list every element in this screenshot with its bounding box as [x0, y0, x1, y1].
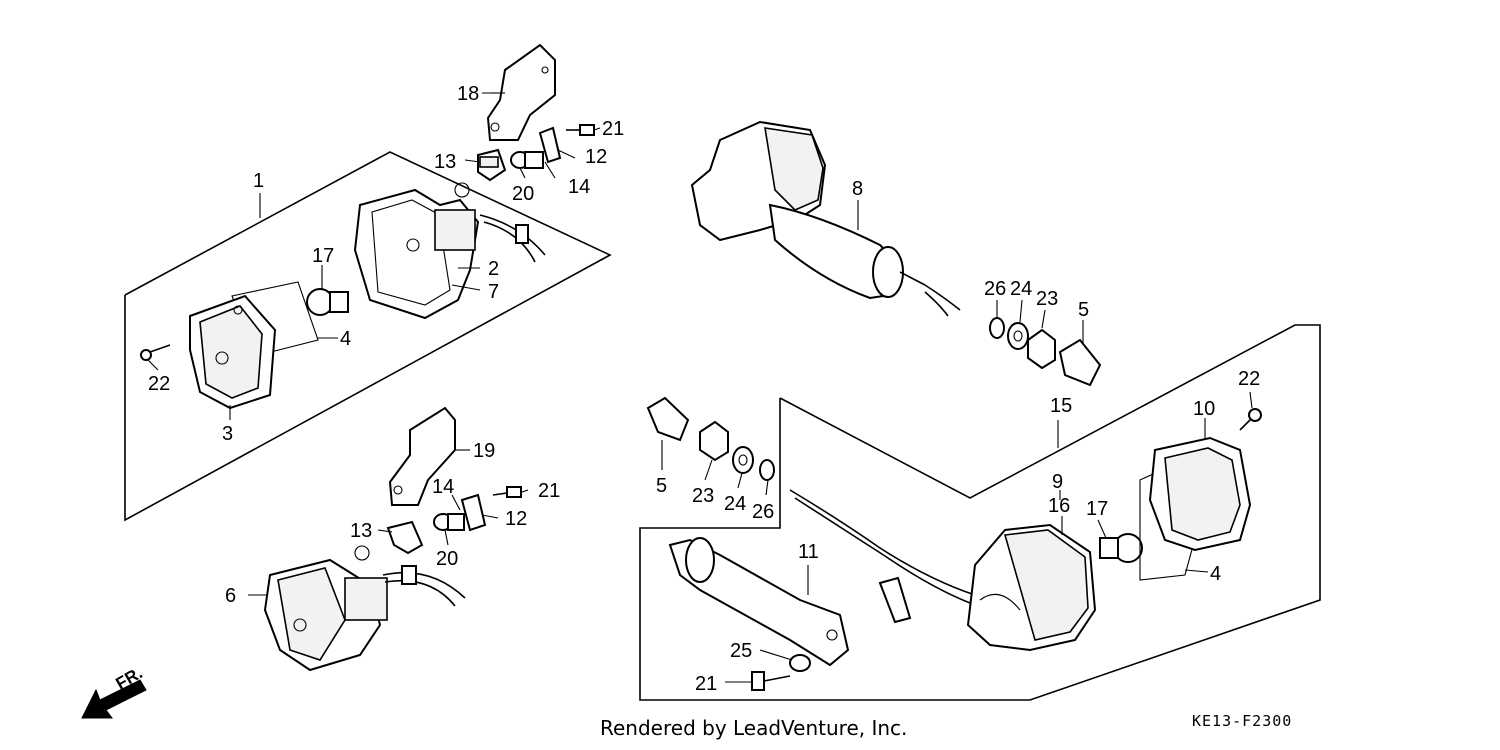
part-12-plate-lower [460, 493, 487, 532]
part-5-cap-lower [646, 396, 690, 442]
callout-24-lower: 24 [724, 493, 746, 515]
part-17-bulb-lower [1099, 533, 1143, 563]
part-17-bulb-upper [306, 288, 349, 316]
callout-19: 19 [473, 440, 495, 462]
callout-5-lower: 5 [656, 475, 667, 497]
callout-1: 1 [253, 170, 264, 192]
front-direction-arrow: FR. [81, 663, 147, 719]
part-23-nut-upper [1027, 328, 1056, 370]
callout-11: 11 [798, 541, 819, 563]
callout-17: 17 [312, 245, 334, 267]
callout-22: 22 [148, 373, 170, 395]
part-2-housing [353, 188, 480, 320]
callout-2: 2 [488, 258, 499, 280]
callout-25: 25 [730, 640, 752, 662]
callout-13: 13 [434, 151, 456, 173]
part-18-bracket [486, 43, 556, 141]
callout-10: 10 [1193, 398, 1215, 420]
callout-17-lower: 17 [1086, 498, 1108, 520]
part-24-washer-lower [732, 446, 754, 474]
callout-7: 7 [488, 281, 499, 303]
callout-21-bolt: 21 [695, 673, 717, 695]
part-26-washer-upper [989, 317, 1005, 339]
callout-24: 24 [1010, 278, 1032, 300]
callout-21: 21 [602, 118, 624, 140]
part-19-bracket [388, 406, 456, 506]
callout-3: 3 [222, 423, 233, 445]
callout-4-lower: 4 [1210, 563, 1221, 585]
part-21-screw-lower [492, 486, 522, 498]
part-20-bulb-upper [510, 151, 544, 169]
part-8-signal-upper [690, 120, 961, 317]
part-13-clip-lower [386, 520, 424, 555]
assembly-outline-15 [639, 324, 1321, 701]
callout-12: 12 [585, 146, 607, 168]
diagram-code: KE13-F2300 [1192, 712, 1293, 730]
part-21-bolt [751, 671, 791, 691]
callout-20: 20 [512, 183, 534, 205]
callout-6: 6 [225, 585, 236, 607]
part-20-bulb-lower [433, 513, 465, 531]
part-24-washer-upper [1007, 322, 1029, 350]
part-3-lens [189, 294, 277, 410]
callout-26: 26 [984, 278, 1006, 300]
part-6-lens-assembly [263, 545, 466, 672]
part-9-housing [789, 489, 1097, 652]
callout-8: 8 [852, 178, 863, 200]
leader-lines [147, 92, 1253, 683]
assembly-outline-1 [124, 151, 612, 522]
callout-12-lower: 12 [505, 508, 527, 530]
callout-13-lower: 13 [350, 520, 372, 542]
callout-21-lower: 21 [538, 480, 560, 502]
callout-26-lower: 26 [752, 501, 774, 523]
part-11-stem [668, 537, 850, 667]
callout-16: 16 [1048, 495, 1070, 517]
callout-14-lower: 14 [432, 476, 454, 498]
part-13-clip-upper [477, 148, 507, 182]
callout-20-lower: 20 [436, 548, 458, 570]
callout-22-lower: 22 [1238, 368, 1260, 390]
callout-23-lower: 23 [692, 485, 714, 507]
part-25-washer [789, 654, 811, 672]
callout-15: 15 [1050, 395, 1072, 417]
part-5-cap-upper [1058, 338, 1102, 387]
footer-credit: Rendered by LeadVenture, Inc. [600, 716, 908, 740]
part-10-lens [1148, 436, 1252, 552]
callout-labels: 1 18 21 13 12 20 14 17 2 7 4 22 3 19 14 … [148, 83, 1260, 695]
callout-5: 5 [1078, 299, 1089, 321]
callout-23: 23 [1036, 288, 1058, 310]
part-12-plate-upper [538, 126, 562, 164]
part-26-washer-lower [759, 459, 775, 481]
callout-14: 14 [568, 176, 590, 198]
part-21-screw-upper [566, 124, 595, 136]
part-23-nut-lower [699, 420, 729, 462]
part-22-screw-lower [1239, 408, 1262, 431]
callout-18: 18 [457, 83, 479, 105]
part-22-screw-upper [140, 344, 171, 361]
part-wires-upper [454, 182, 546, 263]
callout-4: 4 [340, 328, 351, 350]
callout-9: 9 [1052, 471, 1063, 493]
